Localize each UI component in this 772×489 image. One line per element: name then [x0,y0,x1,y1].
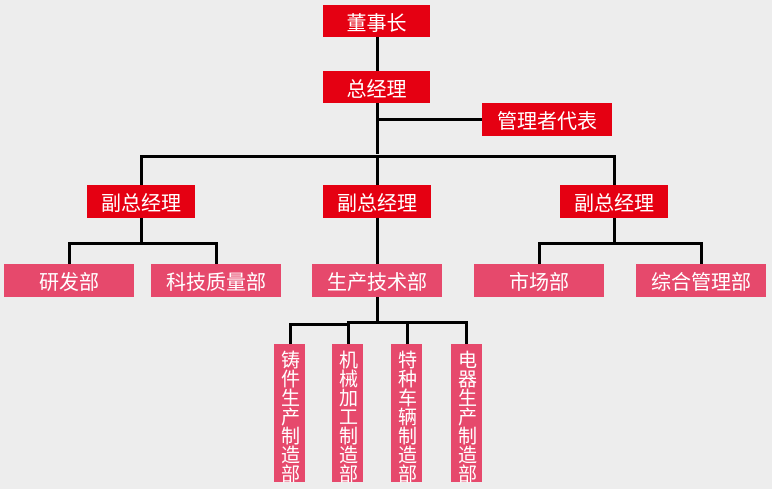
department-box-marketing: 市场部 [474,264,604,297]
connector-deputy-right [613,155,616,187]
subunit-box-machining: 机械加工制造部 [332,344,363,483]
connector-left-b [215,242,218,264]
connector-chairman-gm [376,36,379,72]
connector-gm-trunk [376,102,379,154]
subunit-box-casting: 铸件生产制造部 [274,344,305,483]
connector-prod-down [376,296,379,323]
connector-left-a [68,242,71,264]
connector-right-b [700,242,703,264]
connector-right-a [538,242,541,264]
general-manager-box: 总经理 [323,71,430,103]
chairman-box: 董事长 [323,5,430,37]
connector-prod-d [465,321,468,344]
connector-right-bar [538,242,703,245]
connector-right-down [613,217,616,243]
connector-prod-bar-left [289,323,350,326]
department-box-production-tech: 生产技术部 [312,264,442,297]
deputy-manager-box-1: 副总经理 [87,185,195,218]
subunit-box-electrical: 电器生产制造部 [451,344,482,483]
connector-left-bar [68,242,218,245]
department-box-quality: 科技质量部 [151,264,281,297]
connector-prod-b [347,321,350,344]
deputy-manager-box-3: 副总经理 [560,185,668,218]
management-representative-box: 管理者代表 [482,103,612,136]
deputy-manager-box-2: 副总经理 [323,185,431,218]
department-box-rd: 研发部 [4,264,134,297]
connector-mid-down [376,217,379,264]
connector-gm-rep [376,118,482,121]
connector-deputy-left [140,155,143,187]
connector-deputy-mid [376,155,379,187]
department-box-admin: 综合管理部 [636,264,766,297]
connector-left-down [140,217,143,243]
subunit-box-special-vehicles: 特种车辆制造部 [391,344,422,483]
connector-prod-a [289,323,292,344]
connector-prod-c [406,321,409,344]
